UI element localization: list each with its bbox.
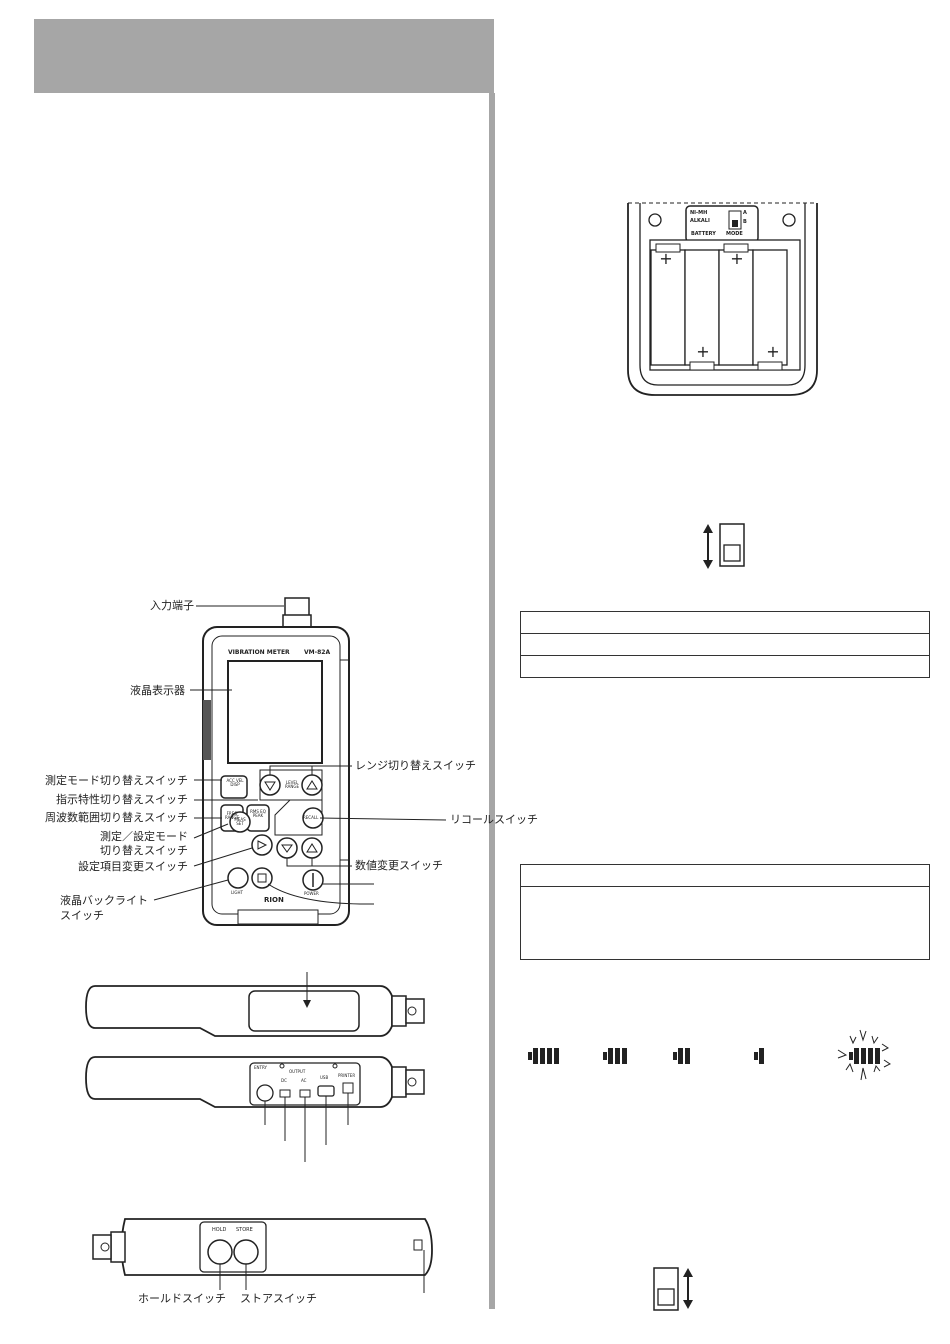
battery-full-icon [528, 1048, 559, 1064]
settings-table-2 [520, 864, 930, 960]
ac-port-label: AC [301, 1078, 307, 1083]
entry-port-label: ENTRY [254, 1065, 267, 1070]
section-header-bar [34, 19, 494, 93]
meas-set-key[interactable]: MEAS SET [234, 817, 246, 826]
backlight-switch-label-2: スイッチ [60, 909, 104, 922]
battery-half-icon [673, 1048, 690, 1064]
range-switch-label: レンジ切り替えスイッチ [355, 759, 476, 772]
rms-eq-peak-key[interactable]: RMS EQ PEAK [250, 809, 266, 818]
meter-model-text: VM-82A [304, 649, 331, 656]
store-switch-label: ストアスイッチ [240, 1292, 317, 1305]
backlight-switch-label-1: 液晶バックライト [60, 894, 148, 907]
input-terminal-label: 入力端子 [150, 599, 194, 612]
svg-text:+: + [730, 249, 743, 268]
recall-key[interactable]: RECALL [303, 815, 319, 820]
dc-port-label: DC [281, 1078, 287, 1083]
svg-text:+: + [696, 342, 709, 361]
value-change-switch-label: 数値変更スイッチ [355, 859, 443, 872]
battery-switch-a: A [743, 210, 747, 216]
power-key-label: POWER [304, 891, 319, 896]
indicator-switch-label: 指示特性切り替えスイッチ [56, 793, 188, 806]
table-row [521, 634, 929, 656]
meter-brand-text: VIBRATION METER [228, 649, 290, 656]
hold-key-label: HOLD [212, 1227, 227, 1233]
lcd-label: 液晶表示器 [130, 684, 185, 697]
meas-set-switch-label-1: 測定／設定モード [100, 830, 188, 843]
battery-nimh-label: NI-MH [690, 210, 708, 216]
meas-set-switch-label-2: 切り替えスイッチ [100, 844, 188, 857]
battery-switch-b: B [743, 219, 747, 225]
battery-low-icon [754, 1048, 764, 1064]
battery-battery-label: BATTERY [691, 231, 716, 237]
acc-key[interactable]: ACC VEL DISP [226, 778, 244, 787]
item-change-switch-label: 設定項目変更スイッチ [78, 860, 188, 873]
svg-text:+: + [766, 342, 779, 361]
output-port-label: OUTPUT [289, 1069, 306, 1074]
table-row [521, 612, 929, 634]
table-row [521, 865, 929, 887]
freq-switch-label: 周波数範囲切り替えスイッチ [45, 811, 188, 824]
printer-port-label: PRINTER [338, 1073, 356, 1078]
meter-maker-logo: RION [264, 896, 284, 904]
light-key-label: LIGHT [231, 890, 243, 895]
mode-switch-label: 測定モード切り替えスイッチ [45, 774, 188, 787]
svg-text:+: + [659, 249, 672, 268]
battery-three-quarter-icon [603, 1048, 627, 1064]
settings-table-1 [520, 611, 930, 678]
recall-switch-label: リコールスイッチ [450, 813, 538, 826]
battery-alkali-label: ALKALI [690, 218, 710, 224]
freq-range-key[interactable]: FREQ RANGE [225, 811, 239, 820]
level-range-key-label: LEVEL RANGE [285, 780, 299, 789]
store-key-label: STORE [236, 1227, 253, 1233]
battery-empty-blinking-icon [837, 1029, 891, 1081]
usb-port-label: USB [320, 1075, 329, 1080]
battery-mode-label: MODE [726, 231, 743, 237]
hold-switch-label: ホールドスイッチ [138, 1292, 226, 1305]
column-divider [489, 93, 495, 1309]
